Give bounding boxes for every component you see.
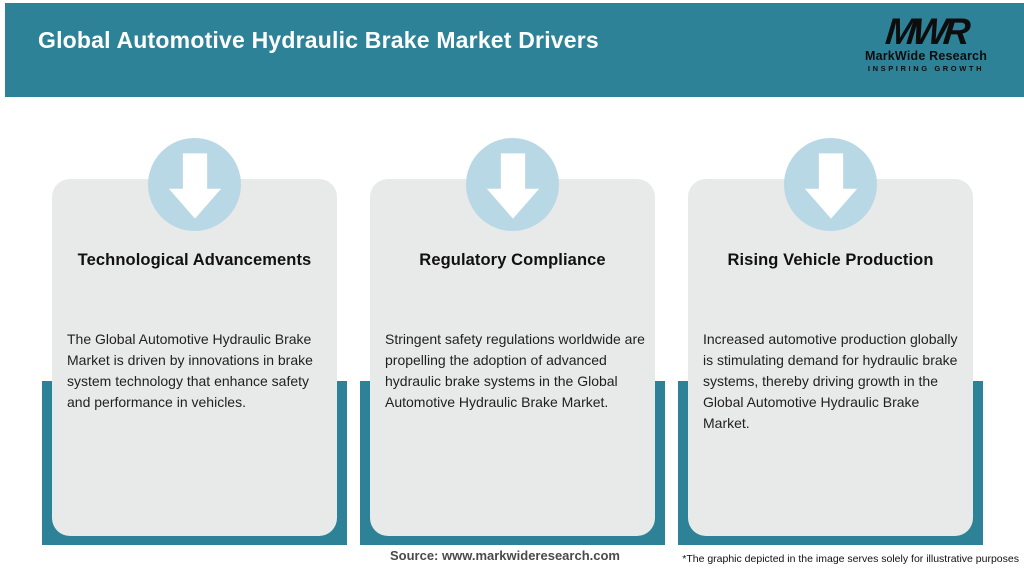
card-panel: [688, 179, 973, 536]
driver-card-regulatory-compliance: Regulatory Compliance Stringent safety r…: [360, 130, 665, 552]
logo-monogram: MWR: [883, 11, 969, 52]
card-title: Rising Vehicle Production: [727, 251, 934, 269]
driver-card-technological-advancements: Technological Advancements The Global Au…: [42, 130, 347, 552]
card-body-text: Stringent safety regulations worldwide a…: [385, 331, 645, 410]
card-body-text: Increased automotive production globally…: [703, 331, 958, 431]
source-attribution: Source: www.markwideresearch.com: [389, 548, 620, 563]
card-title: Technological Advancements: [77, 251, 312, 269]
markwide-research-logo: MWR MarkWide Research INSPIRING GROWTH: [856, 11, 996, 73]
down-arrow-icon: [784, 138, 877, 231]
down-arrow-icon: [466, 138, 559, 231]
card-panel: [52, 179, 337, 536]
logo-tagline: INSPIRING GROWTH: [867, 63, 985, 73]
card-title: Regulatory Compliance: [419, 251, 606, 269]
logo-name: MarkWide Research: [864, 48, 988, 63]
header-bar: Global Automotive Hydraulic Brake Market…: [5, 3, 1024, 97]
card-body-text: The Global Automotive Hydraulic Brake Ma…: [67, 331, 313, 410]
card-panel: [370, 179, 655, 536]
driver-card-rising-vehicle-production: Rising Vehicle Production Increased auto…: [678, 130, 983, 552]
disclaimer-note: *The graphic depicted in the image serve…: [682, 553, 1019, 565]
page-title: Global Automotive Hydraulic Brake Market…: [38, 27, 599, 53]
down-arrow-icon: [148, 138, 241, 231]
